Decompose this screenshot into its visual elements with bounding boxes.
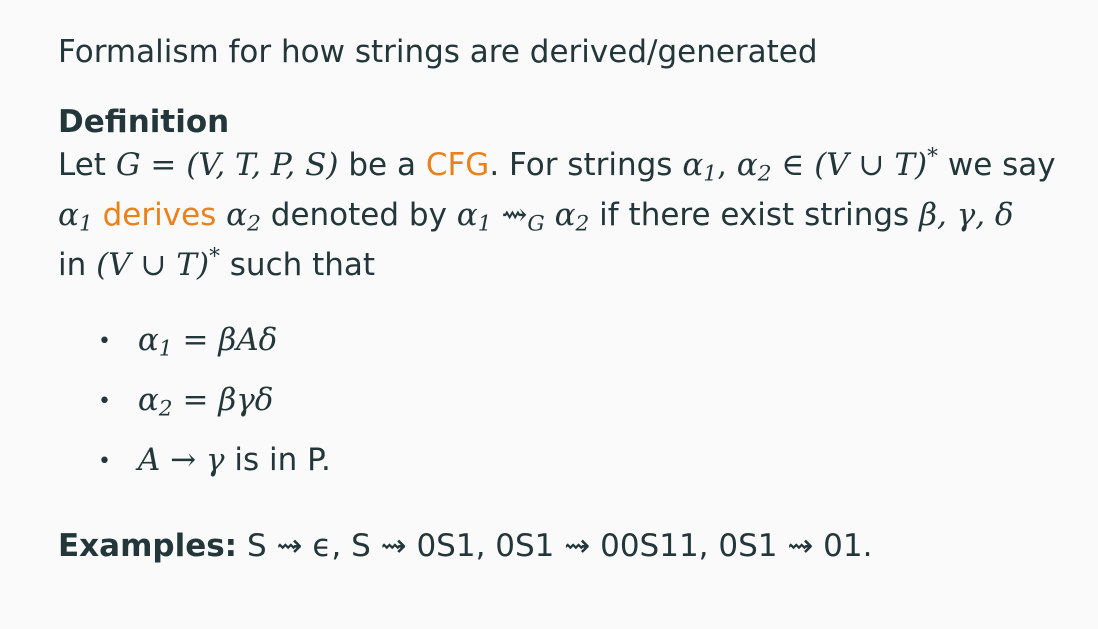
examples-label: Examples:	[58, 528, 238, 564]
def-set: ∈ (V ∪ T)*	[781, 144, 938, 183]
def-vars: β, γ, δ	[919, 197, 1014, 233]
condition-op: =	[182, 322, 209, 358]
def-we-say: we say	[947, 147, 1056, 183]
alpha-1: α1	[58, 197, 93, 237]
def-grammar: G = (V, T, P, S)	[115, 147, 339, 183]
def-if-exist: if there exist strings	[599, 197, 910, 233]
condition-rhs: βAδ	[218, 322, 278, 358]
condition-op: →	[170, 442, 197, 478]
condition-list: • α1 = βAδ • α2 = βγδ • A → γ is in P.	[98, 318, 331, 498]
condition-rhs: βγδ	[218, 382, 274, 418]
bullet-icon: •	[98, 329, 111, 354]
condition-lhs: α1	[137, 322, 173, 362]
condition-rhs: γ	[205, 442, 225, 478]
condition-lhs: α2	[137, 382, 173, 422]
alpha-1: α1	[682, 147, 718, 187]
comma: ,	[717, 147, 727, 183]
definition-line-3: in (V ∪ T)* such that	[58, 240, 1058, 290]
definition-line-2: α1 derives α2 denoted by α1 ⇝G α2 if the…	[58, 190, 1058, 240]
condition-item: • A → γ is in P.	[98, 438, 331, 498]
bullet-icon: •	[98, 389, 111, 414]
condition-item: • α1 = βAδ	[98, 318, 331, 378]
def-for-strings: . For strings	[489, 147, 673, 183]
condition-op: =	[182, 382, 209, 418]
condition-lhs: A	[137, 442, 161, 478]
definition-line-1: Let G = (V, T, P, S) be a CFG. For strin…	[58, 140, 1058, 190]
derives-term: derives	[102, 197, 217, 233]
examples-text: S ⇝ ϵ, S ⇝ 0S1, 0S1 ⇝ 00S11, 0S1 ⇝ 01.	[246, 528, 873, 564]
condition-item: • α2 = βγδ	[98, 378, 331, 438]
alpha-2: α2	[736, 147, 772, 187]
def-set: (V ∪ T)*	[96, 244, 220, 283]
def-let: Let	[58, 147, 106, 183]
derivation-notation: α1 ⇝G α2	[456, 197, 590, 237]
condition-tail: is in P.	[234, 442, 331, 478]
def-be-a: be a	[348, 147, 416, 183]
def-in: in	[58, 247, 87, 283]
definition-body: Let G = (V, T, P, S) be a CFG. For strin…	[58, 140, 1058, 290]
intro-text: Formalism for how strings are derived/ge…	[58, 34, 818, 70]
definition-title: Definition	[58, 104, 230, 140]
def-denoted-by: denoted by	[270, 197, 447, 233]
def-such-that: such that	[229, 247, 376, 283]
examples-line: Examples: S ⇝ ϵ, S ⇝ 0S1, 0S1 ⇝ 00S11, 0…	[58, 528, 872, 564]
cfg-term: CFG	[425, 147, 490, 183]
alpha-2: α2	[226, 197, 261, 237]
bullet-icon: •	[98, 449, 111, 474]
